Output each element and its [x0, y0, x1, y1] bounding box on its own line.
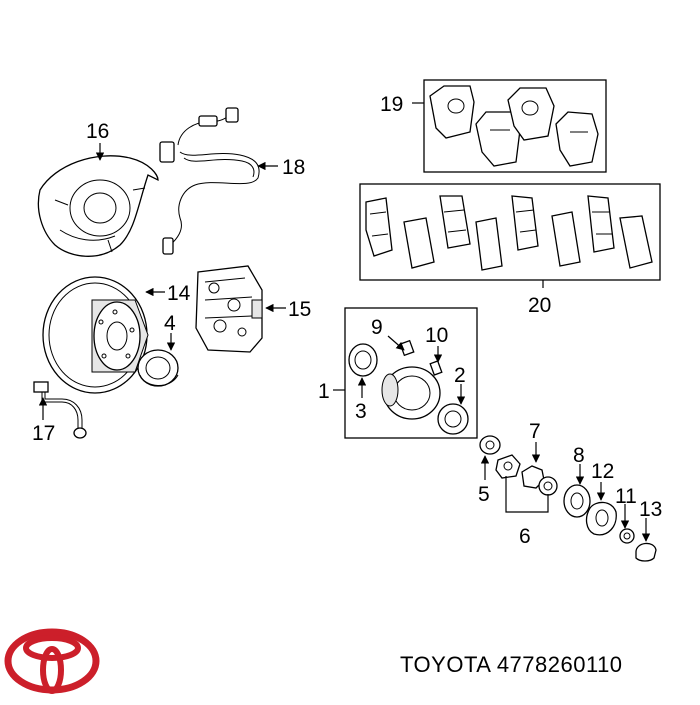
- callout-13: 13: [639, 498, 662, 521]
- callout-3: 3: [355, 400, 367, 423]
- hub-cap-drawing: [563, 484, 657, 562]
- callout-2: 2: [454, 364, 466, 387]
- part-number-caption: TOYOTA 4778260110: [400, 652, 623, 677]
- callout-1: 1: [318, 380, 330, 403]
- callout-17: 17: [32, 422, 55, 445]
- pad-kit-box-19: [423, 79, 607, 173]
- washer-nut-drawing: [479, 435, 558, 513]
- brake-hose-drawing: [33, 381, 87, 439]
- dust-shield-drawing: [37, 155, 159, 257]
- callout-11: 11: [615, 485, 637, 508]
- callout-19: 19: [380, 93, 403, 116]
- leader-lines: [38, 102, 651, 542]
- shim-kit-box-20: [359, 183, 661, 281]
- callout-4: 4: [164, 312, 176, 335]
- callout-16: 16: [86, 120, 109, 143]
- abs-sensor-wire-drawing: [159, 107, 260, 255]
- brake-caliper-drawing: [195, 265, 263, 353]
- callout-14: 14: [167, 282, 191, 305]
- callout-10: 10: [425, 324, 448, 347]
- callout-7: 7: [529, 420, 541, 443]
- bearing-drawing: [137, 349, 179, 387]
- hub-assembly-box-1: [344, 307, 478, 439]
- callout-8: 8: [573, 444, 585, 467]
- callout-12: 12: [591, 460, 614, 483]
- callout-9: 9: [371, 316, 383, 339]
- callout-15: 15: [288, 298, 311, 321]
- callout-18: 18: [282, 156, 305, 179]
- callout-5: 5: [478, 483, 490, 506]
- toyota-logo: [4, 628, 100, 694]
- callout-numbers: 1 2 3 4 5 6 7 8 9 10 11 12 13 14 15 16 1…: [32, 93, 662, 548]
- callout-20: 20: [528, 294, 551, 317]
- brake-disc-drawing: [42, 276, 149, 394]
- callout-6: 6: [519, 525, 531, 548]
